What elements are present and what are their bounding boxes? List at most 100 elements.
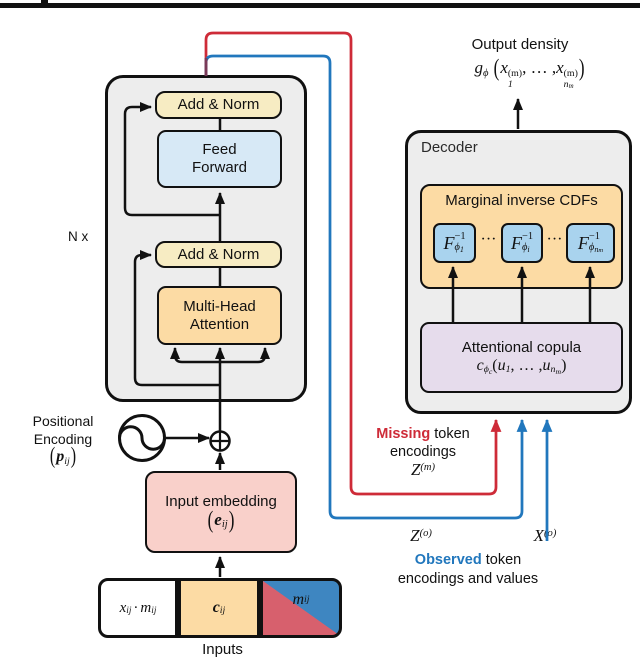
zm-sup: (m) xyxy=(420,461,436,473)
e-open: ( xyxy=(207,505,214,533)
xo-math: X(o) xyxy=(520,526,570,546)
cell3-m: m xyxy=(292,591,305,608)
input-embedding-label: Input embedding xyxy=(165,492,277,510)
mha-branch-right xyxy=(220,347,270,364)
mha-label-1: Multi-Head xyxy=(183,297,256,315)
multi-head-attention-box: Multi-Head Attention xyxy=(157,286,282,345)
top-rule xyxy=(0,3,640,8)
sine-wave-icon xyxy=(118,414,166,462)
page-header-glyph-fragment xyxy=(41,0,48,3)
decoder-title: Decoder xyxy=(421,139,478,156)
p-open: ( xyxy=(49,443,56,469)
zo-base: Z xyxy=(410,526,420,545)
cell1-x: x xyxy=(119,599,127,616)
missing-token-label: Missing token encodings Z(m) xyxy=(353,425,493,482)
inputs-label: Inputs xyxy=(202,641,243,658)
copula-phi: ϕ xyxy=(483,364,489,376)
copula-open: ( xyxy=(492,356,498,374)
add-norm-1-label: Add & Norm xyxy=(177,96,260,113)
zm-math: Z(m) xyxy=(353,461,493,482)
f3-base: F xyxy=(577,232,589,253)
cell1-msub: ij xyxy=(151,605,157,616)
out-x2subsub: m xyxy=(568,83,574,91)
out-x1sub: 1 xyxy=(507,78,513,90)
out-x2sub: n xyxy=(563,78,569,90)
f3-idx: n xyxy=(594,244,599,254)
out-x2sup: (m) xyxy=(563,68,578,80)
zo-math: Z(o) xyxy=(398,526,444,546)
copula-math: cϕc(u1, … ,unm) xyxy=(477,357,567,377)
observed-line2: encodings and values xyxy=(397,571,539,587)
f1-phi: ϕ xyxy=(454,242,460,253)
observed-rest: token xyxy=(481,552,522,568)
f2-phi: ϕ xyxy=(521,242,528,253)
e-close: ) xyxy=(228,505,235,533)
residual-1-line xyxy=(123,102,220,217)
out-x1: x xyxy=(500,58,508,77)
oplus-icon xyxy=(209,430,231,452)
missing-rest: token xyxy=(430,426,470,442)
attentional-copula-box: Attentional copula cϕc(u1, … ,unm) xyxy=(420,322,623,393)
input-embedding-box: Input embedding (eij) xyxy=(145,471,297,553)
e-ij-math: (eij) xyxy=(207,506,236,532)
out-gsub: ϕ xyxy=(482,67,489,79)
out-x1sup: (m) xyxy=(507,68,523,80)
f2-idx: i xyxy=(527,244,530,254)
xo-base: X xyxy=(533,526,545,545)
cell1-xsub: ij xyxy=(126,605,132,616)
positional-line2: Encoding xyxy=(33,431,93,447)
marginal-cdfs-title: Marginal inverse CDFs xyxy=(445,192,598,209)
f2-base: F xyxy=(510,232,522,253)
cell1-m: m xyxy=(140,599,152,616)
copula-u1sub: 1 xyxy=(505,364,511,376)
residual-2-line xyxy=(133,250,220,387)
n-x-label: N x xyxy=(68,229,89,244)
feed-forward-label-2: Forward xyxy=(191,159,247,176)
copula-u1: u xyxy=(497,356,506,374)
mha-label-2: Attention xyxy=(189,315,250,333)
zm-base: Z xyxy=(410,460,421,479)
cdots-1: ··· xyxy=(480,231,497,248)
mha-branch-left xyxy=(170,347,220,364)
positional-encoding-label: Positional Encoding (pij) xyxy=(22,412,104,469)
cell3-sub: ij xyxy=(304,593,310,605)
copula-u2sub: n xyxy=(550,364,556,376)
copula-u2subsub: m xyxy=(555,366,562,376)
add-norm-2-label: Add & Norm xyxy=(177,245,260,263)
copula-phisub: c xyxy=(488,366,493,376)
missing-line2: encodings xyxy=(389,444,457,460)
p-close: ) xyxy=(70,443,77,469)
copula-close: ) xyxy=(561,356,567,374)
out-g: g xyxy=(474,58,483,77)
copula-dots: , … , xyxy=(510,356,543,374)
xo-sup: (o) xyxy=(544,527,557,539)
out-dots: , … , xyxy=(522,58,557,77)
p-base: p xyxy=(56,448,65,465)
f3-sup: −1 xyxy=(588,231,601,243)
add-norm-1-box: Add & Norm xyxy=(155,91,282,119)
feed-forward-box: Feed Forward xyxy=(157,130,282,188)
positional-line1: Positional xyxy=(32,413,94,429)
p-ij-math: (pij) xyxy=(22,444,104,469)
f1-sup: −1 xyxy=(454,231,466,243)
copula-title: Attentional copula xyxy=(461,338,582,356)
f3-phi: ϕ xyxy=(588,242,595,253)
f1-idx: 1 xyxy=(459,244,464,254)
blue-observed-encodings-line xyxy=(204,54,528,520)
copula-c: c xyxy=(476,356,484,374)
p-sub: ij xyxy=(64,455,70,467)
f1-base: F xyxy=(443,232,455,253)
cell2-c: c xyxy=(212,599,220,616)
add-norm-2-box: Add & Norm xyxy=(155,241,282,268)
e-sub: ij xyxy=(221,519,228,531)
cdots-2: ··· xyxy=(546,231,563,248)
f3-idx-sub: m xyxy=(598,247,604,255)
e-base: e xyxy=(214,509,222,529)
observed-token-label: Observed token encodings and values xyxy=(388,551,548,589)
